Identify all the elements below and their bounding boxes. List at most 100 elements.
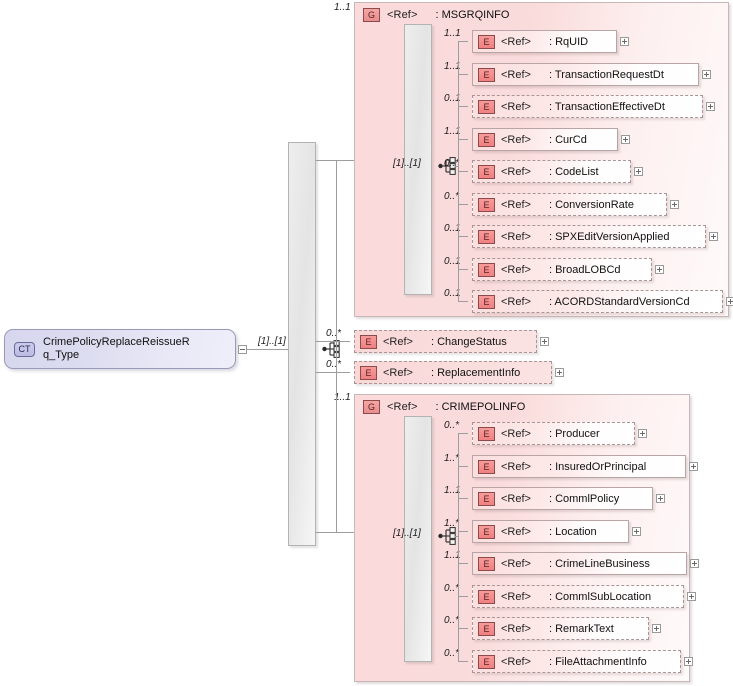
element-name-label: : CommlPolicy — [548, 492, 620, 505]
element-cardinality-label: 1..1 — [444, 485, 461, 496]
element-expand-toggle[interactable] — [540, 337, 549, 346]
element-ref-label: <Ref> — [501, 590, 531, 603]
element-cardinality-label: 0..* — [326, 359, 342, 370]
element-expand-toggle[interactable] — [706, 102, 715, 111]
element-cardinality-label: 0..1 — [444, 223, 461, 234]
element-type-icon: E — [478, 262, 495, 277]
connector-line — [316, 160, 354, 161]
element-ref-label: <Ref> — [501, 230, 531, 243]
connector-line — [316, 532, 354, 533]
element-type-icon: E — [478, 294, 495, 309]
element-name-label: : ReplacementInfo — [430, 366, 521, 379]
group-type-icon: G — [363, 400, 380, 414]
element-name-label: : ChangeStatus — [430, 335, 507, 348]
element-box[interactable]: E<Ref>: CrimeLineBusiness — [472, 552, 687, 575]
connector-line — [458, 41, 468, 42]
group-sequence-bar[interactable] — [404, 24, 432, 295]
element-expand-toggle[interactable] — [689, 462, 698, 471]
element-expand-toggle[interactable] — [634, 167, 643, 176]
element-ref-label: <Ref> — [501, 492, 531, 505]
element-type-icon: E — [478, 34, 495, 49]
element-name-label: : CurCd — [548, 133, 587, 146]
connector-line — [458, 661, 468, 662]
root-collapse-toggle[interactable] — [238, 345, 247, 354]
element-expand-toggle[interactable] — [684, 657, 693, 666]
element-type-icon: E — [478, 164, 495, 179]
element-box[interactable]: E<Ref>: ReplacementInfo — [354, 361, 552, 384]
element-cardinality-label: 0..1 — [444, 93, 461, 104]
element-box[interactable]: E<Ref>: CodeList — [472, 160, 631, 183]
element-expand-toggle[interactable] — [670, 200, 679, 209]
element-ref-label: <Ref> — [501, 622, 531, 635]
element-ref-label: <Ref> — [501, 525, 531, 538]
element-box[interactable]: E<Ref>: Producer — [472, 422, 635, 445]
connector-line — [458, 531, 468, 532]
element-cardinality-label: 0..* — [444, 615, 460, 626]
element-ref-label: <Ref> — [501, 68, 531, 81]
element-box[interactable]: E<Ref>: Location — [472, 520, 629, 543]
connector-line — [455, 536, 459, 537]
element-type-icon: E — [478, 197, 495, 212]
element-box[interactable]: E <Ref> : FileAttachmentInfo — [472, 650, 681, 673]
group-sequence-bar[interactable] — [404, 416, 432, 662]
element-expand-toggle[interactable] — [621, 135, 630, 144]
element-type-icon: E — [478, 654, 495, 669]
element-cardinality-label: 1..1 — [444, 126, 461, 137]
element-box[interactable]: E<Ref>: CommlSubLocation — [472, 585, 684, 608]
element-cardinality-label: 0..* — [326, 328, 342, 339]
element-expand-toggle[interactable] — [655, 265, 664, 274]
element-box[interactable]: E<Ref>: RqUID — [472, 30, 617, 53]
element-expand-toggle[interactable] — [555, 368, 564, 377]
element-name-label: : InsuredOrPrincipal — [548, 460, 647, 473]
element-name-label: : CodeList — [548, 165, 599, 178]
element-expand-toggle[interactable] — [726, 297, 733, 306]
element-name-label: : Location — [548, 525, 597, 538]
element-box[interactable]: E<Ref>: TransactionRequestDt — [472, 63, 699, 86]
element-box[interactable]: E<Ref>: SPXEditVersionApplied — [472, 225, 706, 248]
element-expand-toggle[interactable] — [656, 494, 665, 503]
element-ref-label: <Ref> — [501, 557, 531, 570]
element-expand-toggle[interactable] — [652, 624, 661, 633]
element-box[interactable]: E<Ref>: InsuredOrPrincipal — [472, 455, 686, 478]
root-sequence-connector-icon — [322, 340, 344, 358]
element-name-label: : CrimeLineBusiness — [548, 557, 650, 570]
element-ref-label: <Ref> — [501, 655, 531, 668]
element-box[interactable]: E<Ref>: RemarkText — [472, 617, 649, 640]
element-ref-label: <Ref> — [501, 263, 531, 276]
element-ref-label: <Ref> — [501, 100, 531, 113]
element-expand-toggle[interactable] — [620, 37, 629, 46]
element-ref-label: <Ref> — [501, 133, 531, 146]
root-sequence-bar[interactable] — [288, 142, 316, 546]
element-expand-toggle[interactable] — [632, 527, 641, 536]
connector-line — [458, 106, 468, 107]
connector-line — [336, 160, 337, 532]
element-box[interactable]: E<Ref>: CurCd — [472, 128, 618, 151]
element-box[interactable]: E<Ref>: ConversionRate — [472, 193, 667, 216]
connector-line — [458, 74, 468, 75]
element-box[interactable]: E<Ref>: BroadLOBCd — [472, 258, 652, 281]
element-expand-toggle[interactable] — [638, 429, 647, 438]
element-type-icon: E — [478, 491, 495, 506]
element-expand-toggle[interactable] — [690, 559, 699, 568]
element-ref-label: <Ref> — [501, 198, 531, 211]
group-header: G<Ref>: CRIMEPOLINFO — [363, 400, 525, 414]
element-expand-toggle[interactable] — [687, 592, 696, 601]
element-cardinality-label: 1..* — [444, 453, 460, 464]
element-cardinality-label: 0..* — [444, 191, 460, 202]
element-cardinality-label: 0..* — [444, 583, 460, 594]
element-ref-label: <Ref> — [501, 35, 531, 48]
element-type-icon: E — [478, 459, 495, 474]
element-box[interactable]: E <Ref> : CommlPolicy — [472, 487, 653, 510]
element-ref-label: <Ref> — [501, 427, 531, 440]
group-name-label: : CRIMEPOLINFO — [435, 401, 526, 413]
element-box[interactable]: E<Ref>: ChangeStatus — [354, 330, 537, 353]
element-expand-toggle[interactable] — [709, 232, 718, 241]
element-box[interactable]: E<Ref>: TransactionEffectiveDt — [472, 95, 703, 118]
connector-line — [247, 349, 288, 350]
element-name-label: : FileAttachmentInfo — [548, 655, 647, 668]
element-ref-label: <Ref> — [501, 295, 531, 308]
element-cardinality-label: 1..1 — [444, 61, 461, 72]
element-box[interactable]: E<Ref>: ACORDStandardVersionCd — [472, 290, 723, 313]
element-expand-toggle[interactable] — [702, 70, 711, 79]
